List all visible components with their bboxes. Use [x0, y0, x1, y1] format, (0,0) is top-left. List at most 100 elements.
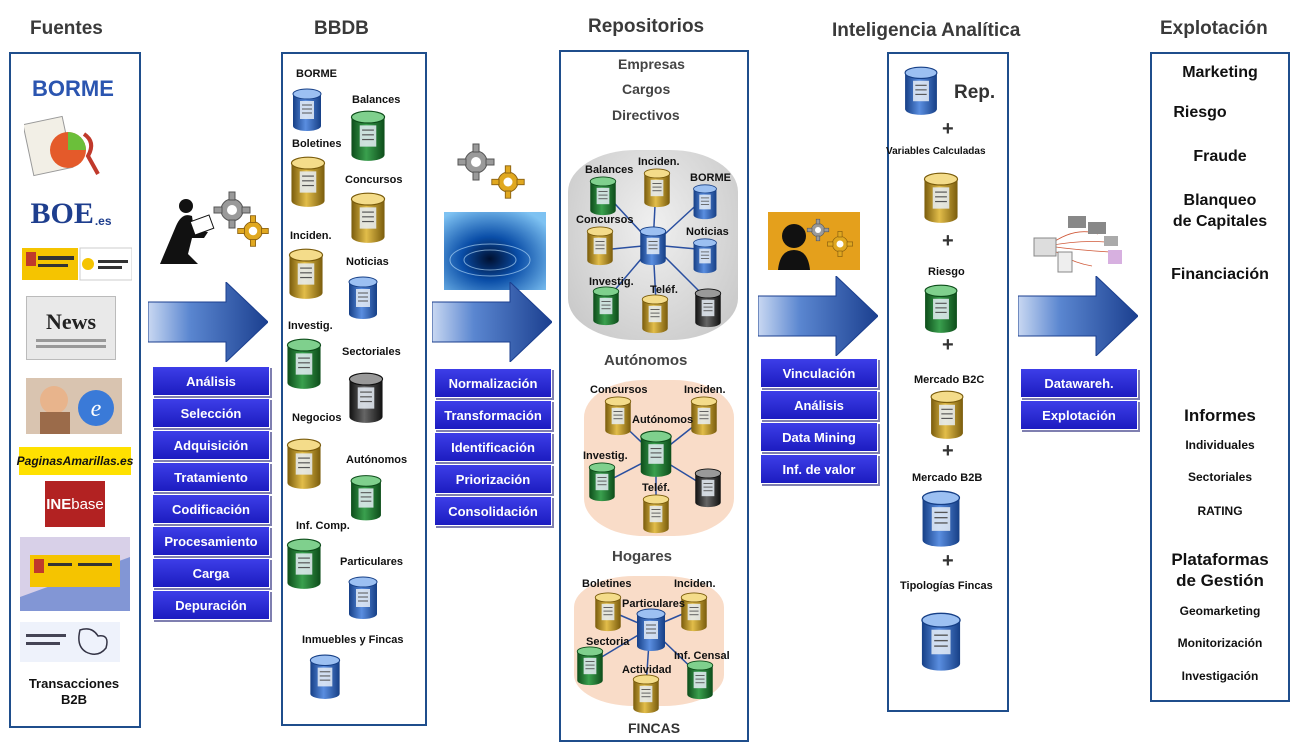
- process-analisis-2: Análisis: [760, 390, 878, 420]
- bbdb-label-sectoriales: Sectoriales: [342, 346, 401, 358]
- empresas-db-telef: [641, 294, 669, 334]
- flow-arrow-4: [1018, 276, 1138, 356]
- intel-db-variables: [923, 172, 959, 224]
- registro-logo-icon: [24, 115, 100, 177]
- autonomos-label-inciden: Inciden.: [684, 384, 726, 396]
- intel-db-mercado-b2b: [921, 490, 961, 548]
- bbdb-label-borme: BORME: [296, 68, 337, 80]
- autonomos-db-inciden: [690, 396, 718, 436]
- repos-autonomos-title: Autónomos: [604, 352, 688, 369]
- process-datawareh: Datawareh.: [1020, 368, 1138, 398]
- empresas-label-telef: Teléf.: [650, 284, 678, 296]
- bbdb-db-balances: [350, 110, 386, 162]
- empresas-db-black: [694, 288, 722, 328]
- empresas-db-balances: [589, 176, 617, 216]
- explotacion-marketing: Marketing: [1182, 64, 1258, 81]
- explotacion-informes: Informes: [1184, 406, 1256, 425]
- autonomos-db-investig: [588, 462, 616, 502]
- bbdb-db-sectoriales: [348, 372, 384, 424]
- explotacion-geomarketing: Geomarketing: [1179, 604, 1261, 618]
- news-logo-text: News: [45, 308, 97, 334]
- bbdb-label-autonomos: Autónomos: [346, 454, 408, 466]
- process-consolidacion: Consolidación: [434, 496, 552, 526]
- process-priorizacion: Priorización: [434, 464, 552, 494]
- bbdb-db-investig: [286, 338, 322, 390]
- bbdb-label-investig: Investig.: [288, 320, 333, 332]
- process-normalizacion: Normalización: [434, 368, 552, 398]
- intel-db-tipologias: [921, 612, 961, 672]
- intel-db-mercado-b2c: [930, 390, 964, 440]
- process-procesamiento: Procesamiento: [152, 526, 270, 556]
- autonomos-db-center: [640, 430, 672, 478]
- internet-photo-icon: e: [26, 378, 122, 434]
- boe-logo: BOE.es: [30, 196, 112, 232]
- autonomos-label-autonomos: Autónomos: [632, 414, 694, 426]
- process-seleccion: Selección: [152, 398, 270, 428]
- process-depuracion: Depuración: [152, 590, 270, 620]
- process-codificacion: Codificación: [152, 494, 270, 524]
- explotacion-financiacion: Financiación: [1171, 266, 1269, 283]
- empresas-label-borme: BORME: [690, 172, 731, 184]
- empresas-db-concursos: [586, 226, 614, 266]
- column-title-inteligencia: Inteligencia Analítica: [832, 20, 1021, 41]
- data-tunnel-image: [444, 212, 546, 290]
- hogares-db-boletines: [594, 592, 622, 632]
- intel-label-riesgo: Riesgo: [928, 266, 965, 278]
- hogares-label-sectoria: Sectoria: [586, 636, 630, 648]
- repos-heading-directivos: Directivos: [612, 107, 680, 123]
- flow-arrow-1: [148, 282, 268, 362]
- process-analisis: Análisis: [152, 366, 270, 396]
- bbdb-label-inciden: Inciden.: [290, 230, 332, 242]
- bbdb-db-particulares: [348, 576, 378, 620]
- bbdb-label-negocios: Negocios: [292, 412, 342, 424]
- intel-label-variables-calculadas: Variables Calculadas: [886, 146, 986, 157]
- intel-label-mercado-b2c: Mercado B2C: [914, 374, 985, 386]
- intel-plus-4: +: [942, 440, 954, 462]
- flow-arrow-2: [432, 282, 552, 362]
- column-title-fuentes: Fuentes: [30, 18, 103, 39]
- process-stack-4: Datawareh. Explotación: [1020, 368, 1138, 432]
- autonomos-db-concursos: [604, 396, 632, 436]
- empresas-db-borme: [693, 184, 717, 220]
- boe-logo-suffix: .es: [94, 214, 112, 228]
- fuentes-footer-line1: Transacciones: [28, 676, 120, 691]
- process-transformacion: Transformación: [434, 400, 552, 430]
- process-vinculacion: Vinculación: [760, 358, 878, 388]
- hogares-db-center: [636, 608, 666, 652]
- bbdb-db-autonomos: [350, 475, 382, 521]
- bbdb-db-inciden: [288, 248, 324, 300]
- bbdb-label-concursos: Concursos: [345, 174, 403, 186]
- hogares-label-boletines: Boletines: [582, 578, 632, 590]
- paginas-amarillas-logo: PaginasAmarillas.es: [17, 447, 133, 475]
- column-title-repositorios: Repositorios: [588, 16, 705, 37]
- intel-label-tipologias-fincas: Tipologías Fincas: [900, 580, 993, 592]
- process-stack-2: Normalización Transformación Identificac…: [434, 368, 552, 528]
- hogares-label-inf-censal: Inf. Censal: [674, 650, 730, 662]
- process-tratamiento: Tratamiento: [152, 462, 270, 492]
- hogares-db-inf-censal: [686, 660, 714, 700]
- process-adquisicion: Adquisición: [152, 430, 270, 460]
- gobierno-logo-icon: [20, 537, 130, 611]
- empresas-label-inciden: Inciden.: [638, 156, 680, 168]
- hogares-db-actividad: [632, 674, 660, 714]
- explotacion-de-gestion: de Gestión: [1176, 571, 1264, 590]
- reader-figure-icon: [160, 191, 269, 264]
- bbdb-db-inmuebles: [309, 654, 341, 700]
- hogares-label-actividad: Actividad: [622, 664, 672, 676]
- intel-rep-label: Rep.: [954, 82, 996, 103]
- column-title-bbdb: BBDB: [314, 18, 369, 39]
- network-servers-icon: [1033, 216, 1122, 273]
- bbdb-label-inf-comp: Inf. Comp.: [296, 520, 350, 532]
- hogares-label-inciden: Inciden.: [674, 578, 716, 590]
- explotacion-de-capitales: de Capitales: [1172, 213, 1268, 230]
- bbdb-label-particulares: Particulares: [340, 556, 403, 568]
- hogares-db-sectoria: [576, 646, 604, 686]
- process-carga: Carga: [152, 558, 270, 588]
- explotacion-rating: RATING: [1197, 504, 1243, 518]
- analytics-person-icon: [768, 212, 860, 270]
- explotacion-fraude: Fraude: [1193, 148, 1247, 165]
- explotacion-panel: [1150, 52, 1290, 702]
- hogares-label-particulares: Particulares: [622, 598, 685, 610]
- autonomos-label-investig: Investig.: [583, 450, 628, 462]
